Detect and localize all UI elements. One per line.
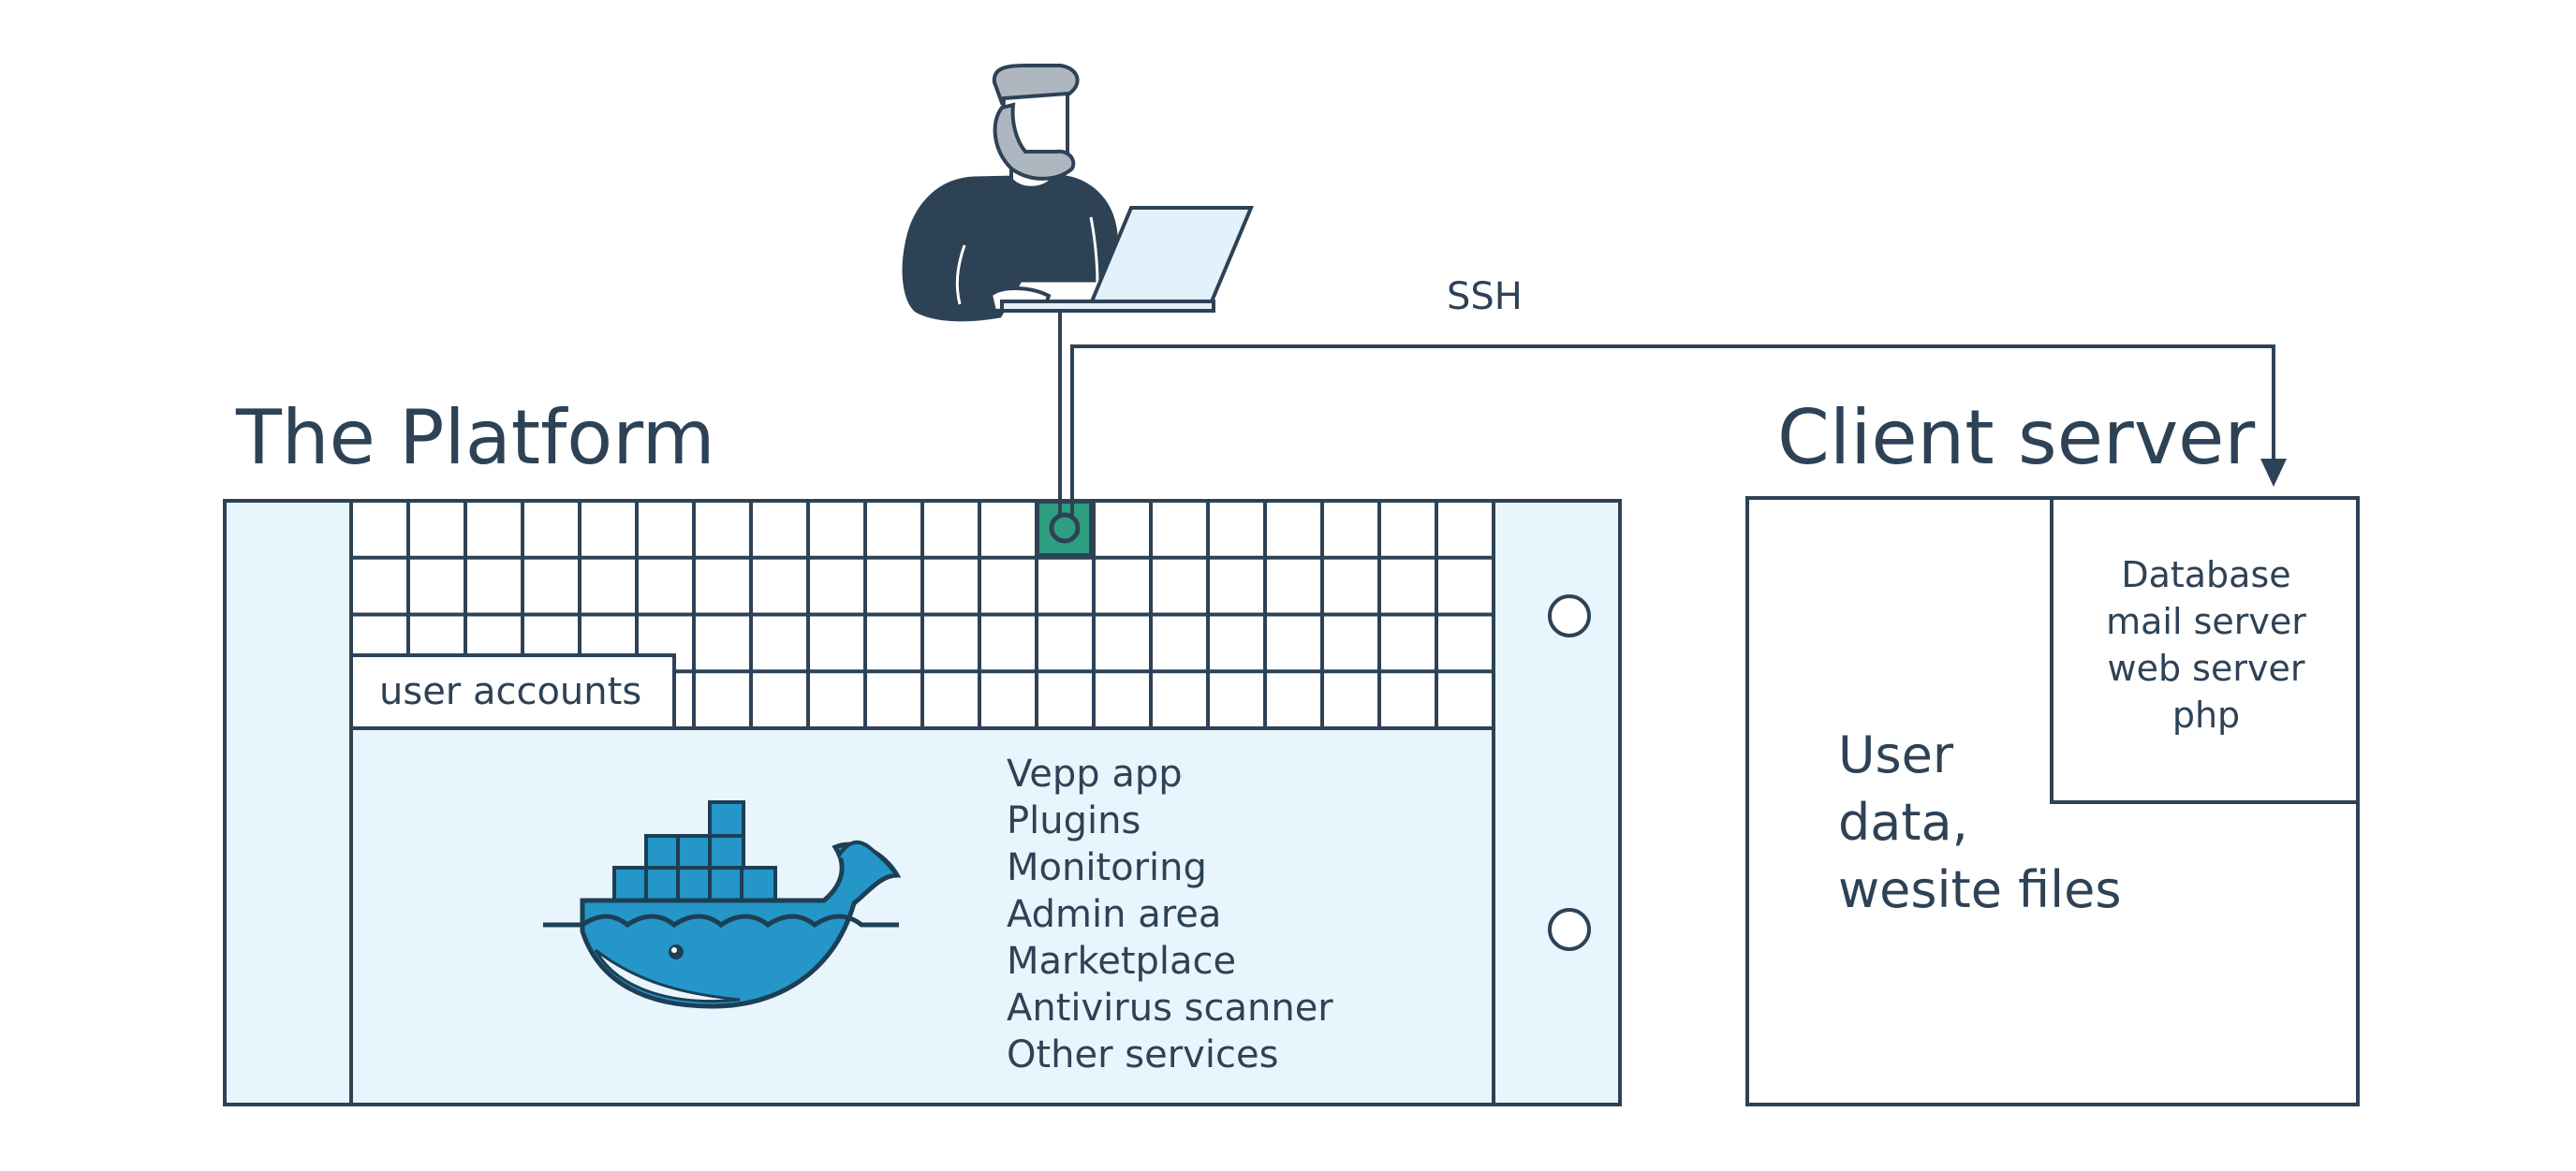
data-line: wesite files [1838,860,2121,919]
ssh-label: SSH [1447,275,1523,318]
connection-node [1049,512,1081,544]
rack-hole-bottom [1548,908,1591,951]
service-item: Plugins [1007,799,1141,842]
user-accounts-label: user accounts [379,670,641,713]
platform-title: The Platform [235,394,715,481]
user-accounts-box [349,653,676,730]
service-item: Vepp app [1007,753,1183,796]
service-item: Admin area [1007,893,1221,936]
platform-rack: user accounts [223,499,1622,1106]
data-line: data, [1838,793,1968,852]
data-line: User [1838,725,1954,784]
docker-whale-icon [543,800,902,1009]
service-item: Marketplace [1007,940,1236,983]
client-server-title: Client server [1777,394,2255,481]
stack-line: Database [2121,554,2290,595]
person-with-laptop-icon [902,64,1255,322]
client-server-box: Database mail server web server php User… [1745,496,2360,1106]
arrow-head-icon [2260,459,2287,487]
active-account-cell [1036,500,1093,557]
rack-hole-top [1548,594,1591,637]
service-item: Monitoring [1007,846,1207,889]
stack-line: web server [2108,648,2305,689]
service-item: Other services [1007,1033,1278,1076]
services-list: Vepp app Plugins Monitoring Admin area M… [1007,753,1333,1076]
service-item: Antivirus scanner [1007,987,1333,1030]
stack-line: mail server [2106,601,2306,642]
stack-line: php [2172,695,2240,736]
ssh-connection: SSH [1049,275,2287,544]
server-stack-box [2050,496,2360,804]
